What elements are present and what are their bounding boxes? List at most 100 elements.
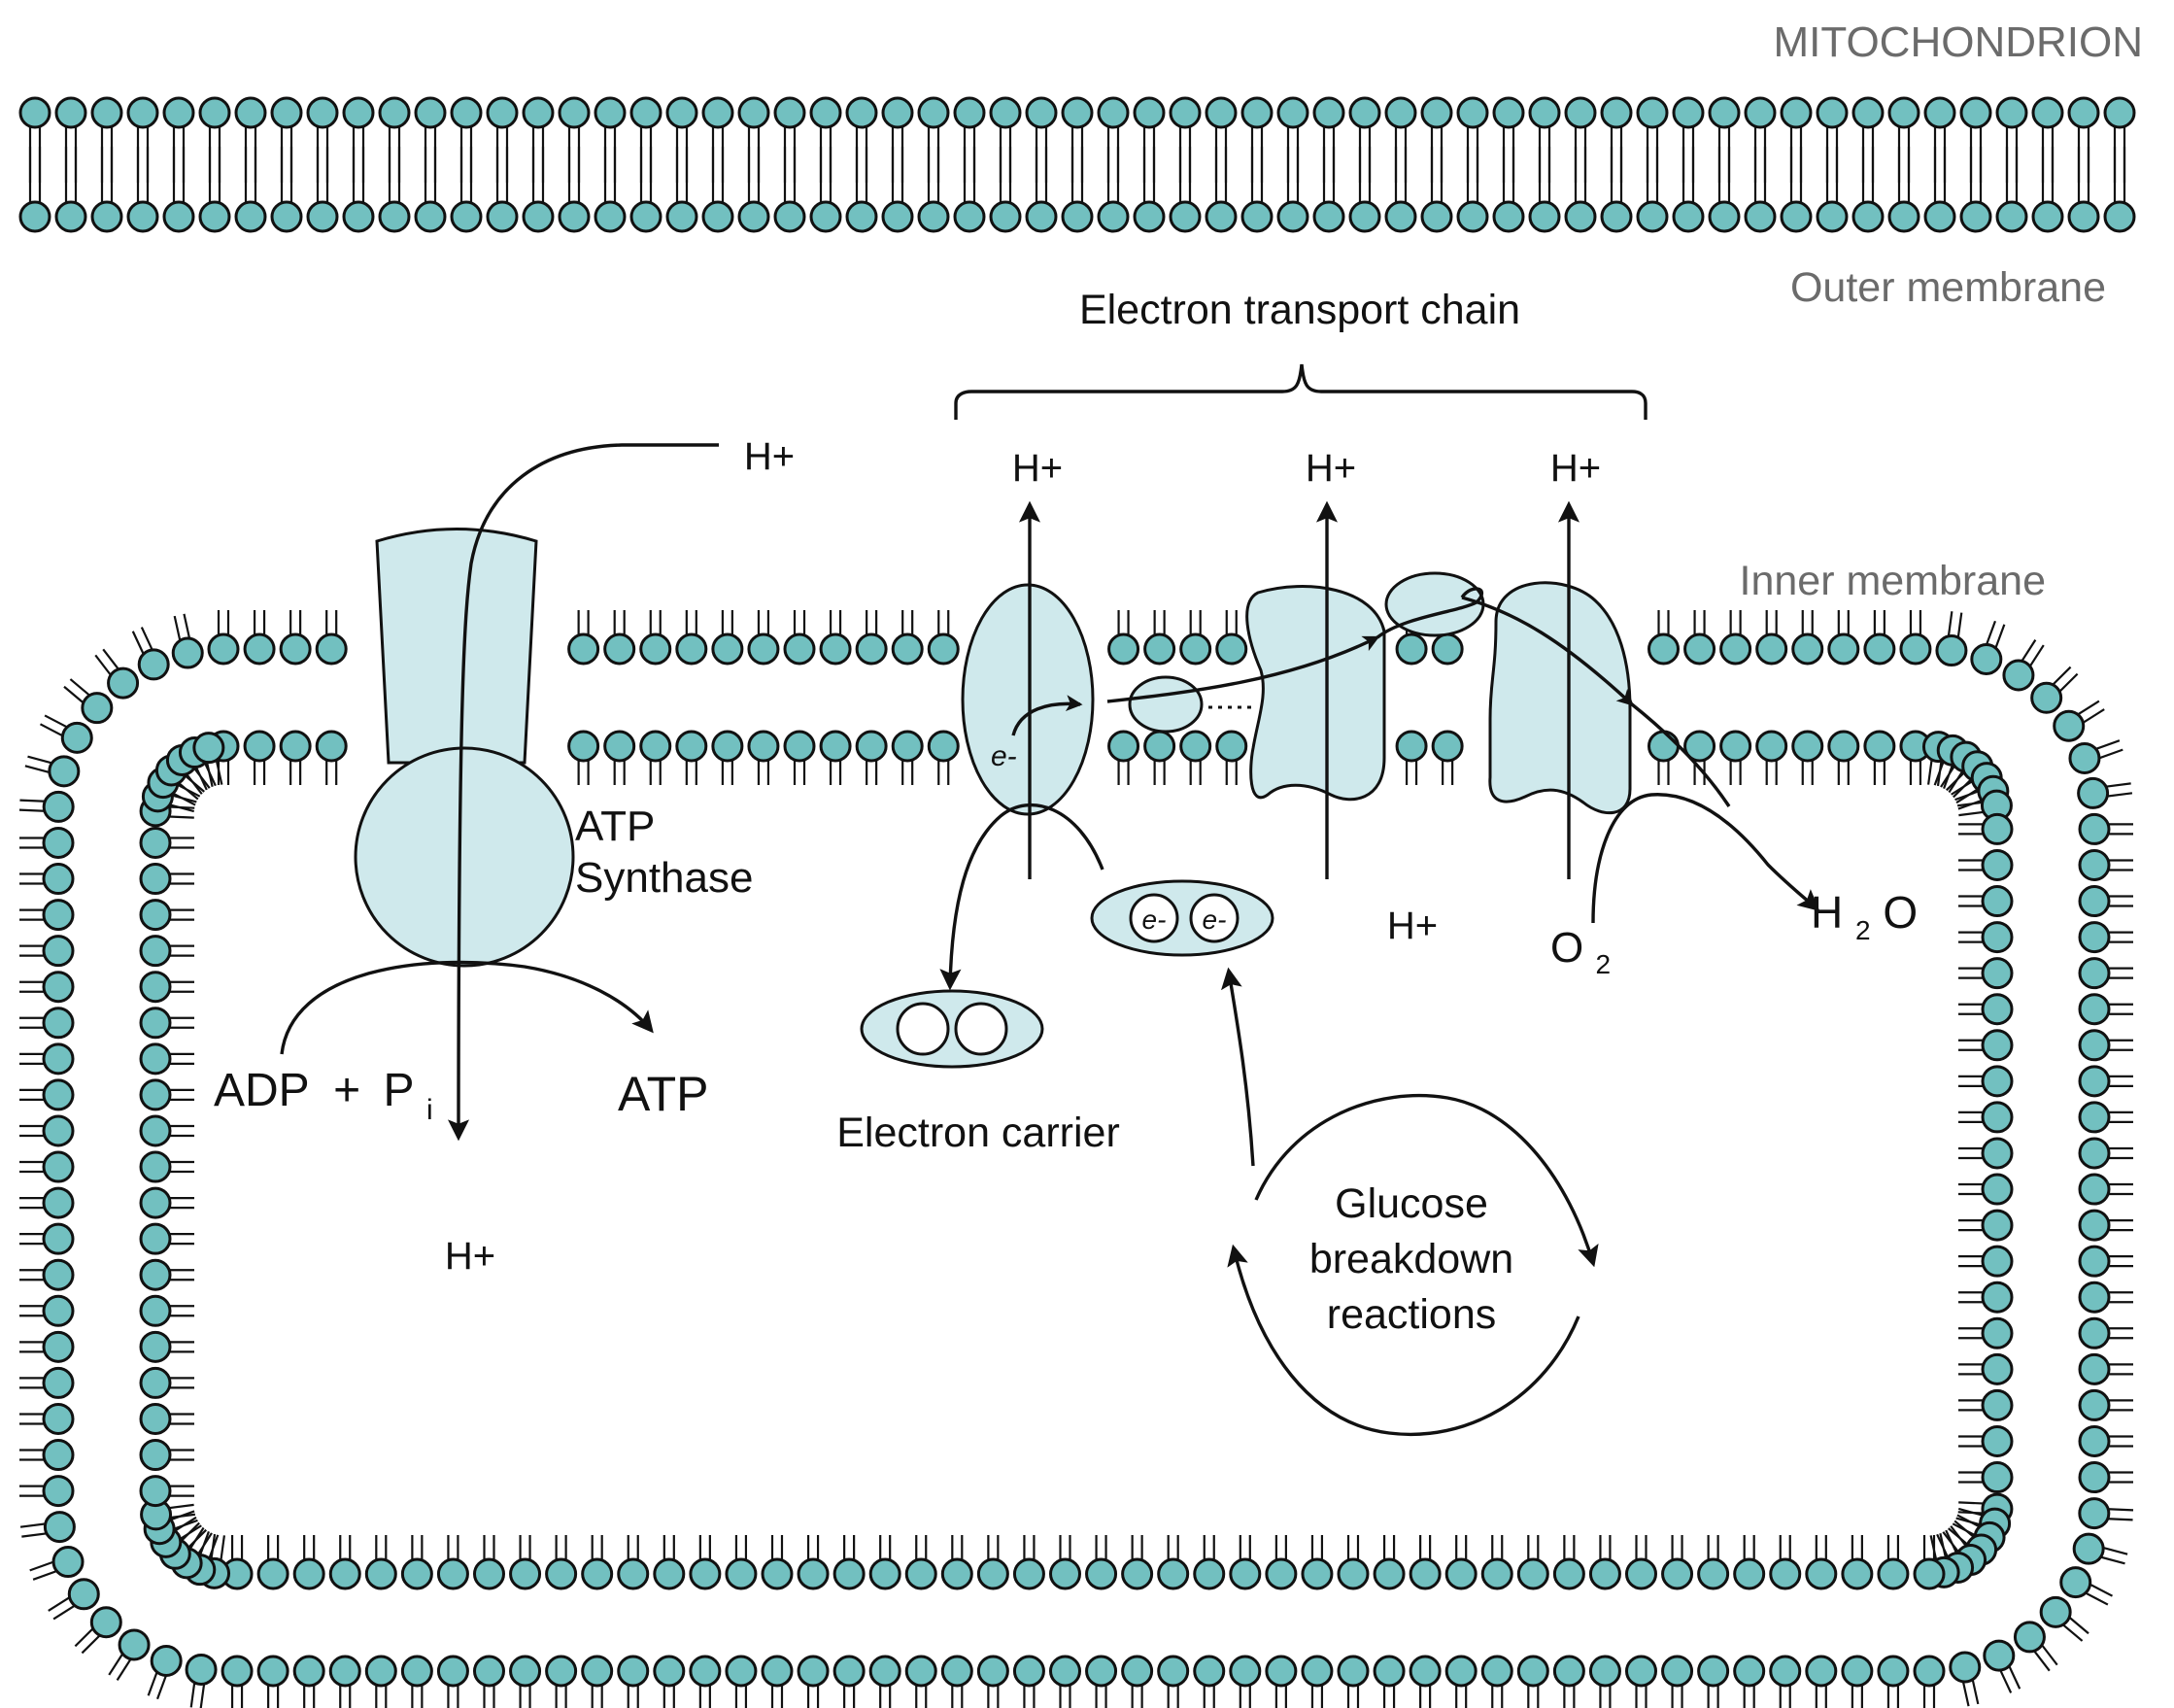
inner-lipid-outer: [2039, 1595, 2089, 1642]
inner-lipid-outer: [1193, 1655, 1226, 1708]
outer-lipid-bottom: [1025, 147, 1058, 233]
inner-lipid-outer: [603, 610, 636, 666]
inner-lipid-inner: [139, 1150, 194, 1183]
inner-lipid-inner: [279, 730, 312, 785]
inner-lipid-inner: [328, 1535, 361, 1590]
outer-lipid-bottom: [1708, 147, 1741, 233]
inner-lipid-inner: [1958, 1065, 2014, 1098]
outer-lipid-top: [1887, 96, 1920, 183]
inner-lipid-inner: [400, 1535, 433, 1590]
inner-lipid-inner: [783, 730, 816, 785]
inner-lipid-outer: [29, 1546, 85, 1581]
inner-lipid-outer: [2078, 1101, 2133, 1134]
inner-lipid-outer: [400, 1655, 433, 1708]
outer-lipid-bottom: [1133, 147, 1166, 233]
inner-lipid-outer: [19, 971, 75, 1004]
inner-lipid-outer: [1012, 1655, 1045, 1708]
inner-lipid-inner: [855, 730, 888, 785]
inner-lipid-inner: [1958, 1281, 2014, 1314]
etc-mobile-carrier: [1128, 675, 1253, 734]
inner-lipid-inner: [675, 730, 708, 785]
outer-lipid-bottom: [1887, 147, 1920, 233]
label-inner-membrane: Inner membrane: [1740, 558, 2047, 604]
inner-lipid-inner: [603, 730, 636, 785]
inner-lipid-outer: [940, 1655, 973, 1708]
inner-lipid-outer: [2078, 1173, 2133, 1206]
outer-lipid-bottom: [1456, 147, 1489, 233]
inner-lipid-inner: [1755, 730, 1788, 785]
outer-lipid-top: [270, 96, 303, 183]
etc-complex-4: [1488, 581, 1632, 815]
etc-bracket: [954, 363, 1647, 420]
inner-lipid-outer: [1755, 610, 1788, 666]
inner-lipid-outer: [2078, 957, 2133, 990]
inner-lipid-inner: [1265, 1535, 1298, 1590]
outer-lipid-top: [1384, 96, 1417, 183]
label-glucose-line3: reactions: [1327, 1291, 1496, 1338]
electron-path-loop: [1376, 587, 1484, 639]
outer-membrane-bilayer: [18, 96, 2136, 233]
atp-synthase-channel: [375, 528, 538, 765]
inner-lipid-outer: [1863, 610, 1896, 666]
outer-lipid-bottom: [1672, 147, 1705, 233]
outer-lipid-bottom: [1564, 147, 1597, 233]
outer-lipid-bottom: [486, 147, 519, 233]
outer-lipid-bottom: [1492, 147, 1525, 233]
inner-lipid-outer: [1624, 1655, 1657, 1708]
inner-lipid-inner: [1958, 957, 2014, 990]
inner-lipid-inner: [1791, 730, 1824, 785]
atp-synthase: [354, 528, 575, 968]
label-p: P: [384, 1065, 414, 1116]
outer-lipid-top: [2103, 96, 2136, 183]
outer-lipid-bottom: [665, 147, 698, 233]
inner-lipid-outer: [63, 678, 114, 725]
outer-lipid-bottom: [594, 147, 627, 233]
inner-lipid-outer: [2053, 700, 2105, 742]
outer-lipid-bottom: [1744, 147, 1777, 233]
inner-lipid-inner: [940, 1535, 973, 1590]
outer-lipid-bottom: [558, 147, 591, 233]
inner-lipid-outer: [711, 610, 744, 666]
inner-lipid-outer: [868, 1655, 901, 1708]
inner-lipid-outer: [1970, 620, 2006, 676]
inner-lipid-inner: [904, 1535, 937, 1590]
labels: MITOCHONDRION Outer membrane Inner membr…: [214, 18, 2143, 1338]
outer-lipid-top: [558, 96, 591, 183]
inner-lipid-outer: [725, 1655, 758, 1708]
inner-lipid-outer: [904, 1655, 937, 1708]
inner-lipid-outer: [976, 1655, 1009, 1708]
inner-lipid-outer: [1157, 1655, 1190, 1708]
inner-lipid-inner: [256, 1535, 289, 1590]
inner-lipid-outer: [1215, 610, 1248, 666]
electron-bead-2: [1189, 893, 1240, 943]
inner-lipid-outer: [19, 899, 75, 932]
inner-lipid-inner: [567, 730, 600, 785]
inner-lipid-outer: [2030, 666, 2079, 714]
inner-lipid-outer: [19, 1294, 75, 1327]
outer-lipid-bottom: [1420, 147, 1453, 233]
inner-lipid-outer: [1733, 1655, 1766, 1708]
inner-lipid-inner: [1958, 1209, 2014, 1242]
electron-carrier-empty-body: [860, 989, 1044, 1069]
inner-lipid-outer: [147, 1644, 183, 1700]
inner-lipid-outer: [2078, 812, 2133, 845]
label-outer-membrane: Outer membrane: [1790, 264, 2106, 311]
inner-membrane-bilayer: [18, 610, 2134, 1708]
inner-lipid-inner: [139, 971, 194, 1004]
outer-lipid-top: [450, 96, 483, 183]
outer-lipid-bottom: [773, 147, 806, 233]
inner-lipid-inner: [1215, 730, 1248, 785]
inner-lipid-outer: [19, 1007, 75, 1040]
outer-lipid-top: [378, 96, 411, 183]
outer-lipid-top: [1780, 96, 1813, 183]
inner-lipid-outer: [927, 610, 960, 666]
inner-lipid-outer: [2078, 1029, 2133, 1062]
electron-path-arrow-1: [1011, 695, 1083, 736]
outer-lipid-bottom: [1312, 147, 1345, 233]
inner-lipid-inner: [1301, 1535, 1334, 1590]
inner-lipid-outer: [19, 935, 75, 968]
inner-lipid-outer: [1791, 610, 1824, 666]
inner-lipid-inner: [140, 1498, 196, 1531]
outer-lipid-bottom: [1923, 147, 1956, 233]
